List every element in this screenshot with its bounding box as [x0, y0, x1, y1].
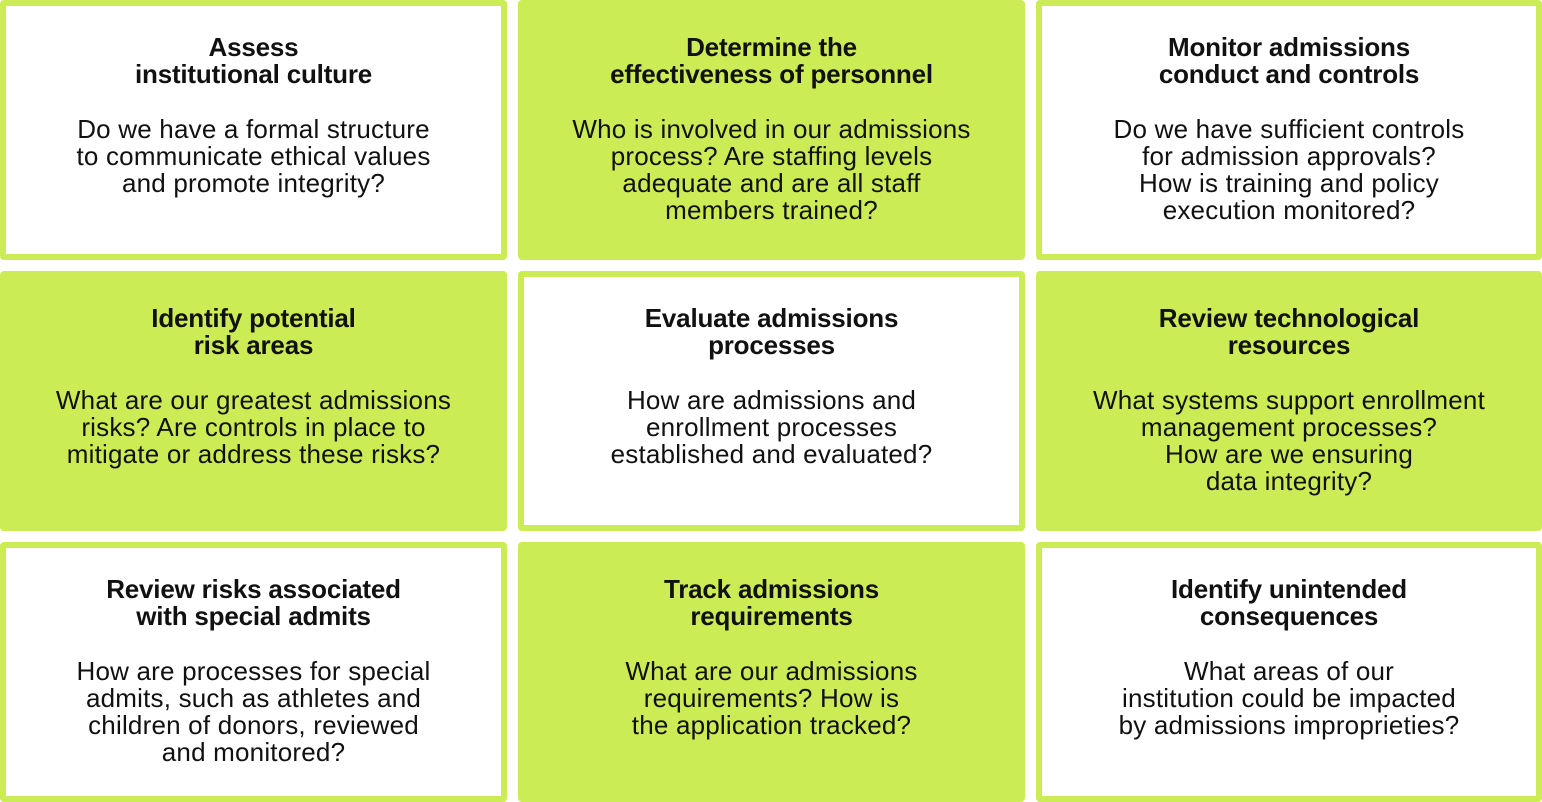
card-title: Identify potential risk areas — [151, 303, 356, 360]
card-body: What systems support enrollment manageme… — [1092, 385, 1485, 496]
card-title: Identify unintended consequences — [1171, 574, 1407, 631]
card-body: How are processes for special admits, su… — [76, 656, 431, 767]
card-body: What are our admissions requirements? Ho… — [625, 656, 918, 740]
card-title: Review risks associated with special adm… — [106, 574, 401, 631]
card-title: Evaluate admissions processes — [644, 303, 899, 360]
card-unintended-consequences: Identify unintended consequences What ar… — [1036, 542, 1542, 802]
card-title: Assess institutional culture — [134, 32, 373, 89]
card-monitor-conduct: Monitor admissions conduct and controls … — [1036, 0, 1542, 260]
card-title: Review technological resources — [1158, 303, 1420, 360]
card-body: Do we have sufficient controls for admis… — [1113, 114, 1465, 225]
card-body: Who is involved in our admissions proces… — [572, 114, 971, 225]
card-track-requirements: Track admissions requirements What are o… — [518, 542, 1025, 802]
card-body: How are admissions and enrollment proces… — [610, 385, 933, 469]
card-evaluate-processes: Evaluate admissions processes How are ad… — [518, 271, 1025, 531]
card-potential-risk-areas: Identify potential risk areas What are o… — [0, 271, 507, 531]
card-assess-culture: Assess institutional culture Do we have … — [0, 0, 507, 260]
card-title: Monitor admissions conduct and controls — [1158, 32, 1420, 89]
card-title: Determine the effectiveness of personnel — [610, 32, 933, 89]
card-body: What are our greatest admissions risks? … — [55, 385, 452, 469]
card-body: What areas of our institution could be i… — [1118, 656, 1460, 740]
card-body: Do we have a formal structure to communi… — [76, 114, 431, 198]
card-special-admits: Review risks associated with special adm… — [0, 542, 507, 802]
card-technological-resources: Review technological resources What syst… — [1036, 271, 1542, 531]
card-personnel-effectiveness: Determine the effectiveness of personnel… — [518, 0, 1025, 260]
card-title: Track admissions requirements — [663, 574, 880, 631]
